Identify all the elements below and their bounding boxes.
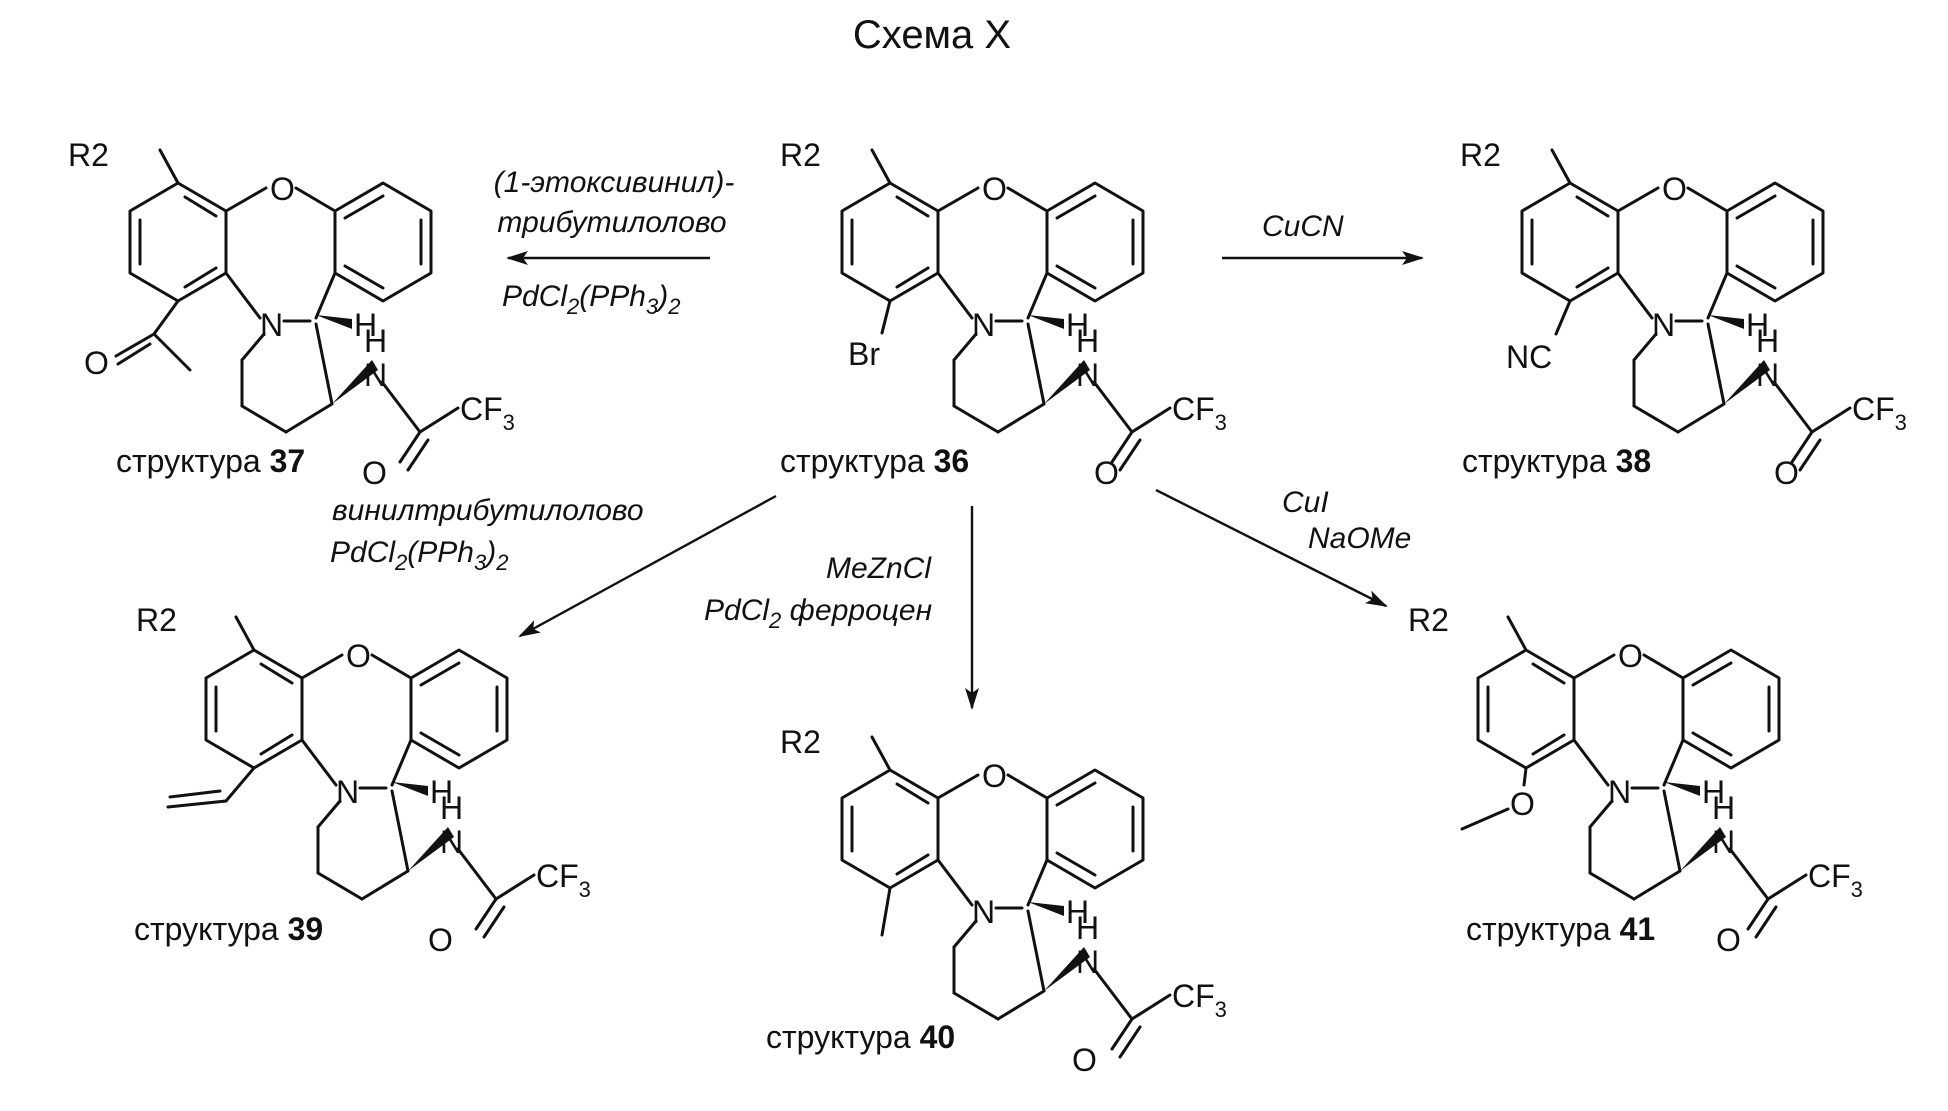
bromine-label: Br: [848, 336, 880, 372]
oxygen-label: O: [346, 638, 371, 674]
structure-36: R2 O N H H N CF3 O Br: [780, 137, 1227, 491]
oxygen-label: O: [270, 171, 295, 207]
carbonyl-o-label: O: [1072, 1042, 1097, 1078]
amide-h-label: H: [1756, 323, 1779, 359]
svg-text:трибутилолово: трибутилолово: [497, 206, 726, 239]
scheme-title: Схема X: [853, 13, 1011, 57]
oxygen-label: O: [1618, 638, 1643, 674]
r2-label: R2: [68, 137, 109, 173]
nitrogen-label: N: [972, 894, 995, 930]
amide-h-label: H: [364, 323, 387, 359]
caption-41: структура 41: [1466, 911, 1655, 947]
reagents-to-40: MeZnCl PdCl2 ферроцен: [704, 552, 932, 633]
nitrogen-label: N: [1652, 307, 1675, 343]
cf3-label: CF3: [1172, 391, 1227, 435]
r2-label: R2: [780, 137, 821, 173]
nitrogen-label: N: [1608, 774, 1631, 810]
methoxy-o-label: O: [1510, 786, 1535, 822]
carbonyl-o-label: O: [1094, 455, 1119, 491]
r2-label: R2: [136, 602, 177, 638]
reagents-to-41: CuI NaOMe: [1282, 486, 1411, 555]
reagents-to-39: винилтрибутилолово PdCl2(PPh3)2: [330, 494, 644, 575]
amide-n-label: N: [440, 824, 463, 860]
caption-39: структура 39: [134, 911, 323, 947]
structure-37: R2 O N H H N CF3 O O: [68, 137, 515, 491]
cf3-label: CF3: [460, 391, 515, 435]
nitrogen-label: N: [260, 307, 283, 343]
amide-n-label: N: [1076, 357, 1099, 393]
r2-label: R2: [780, 724, 821, 760]
reagent-to-38: CuCN: [1262, 210, 1344, 243]
amide-h-label: H: [440, 790, 463, 826]
caption-36: структура 36: [780, 443, 969, 479]
caption-38: структура 38: [1462, 443, 1651, 479]
r2-label: R2: [1460, 137, 1501, 173]
svg-text:CuI: CuI: [1282, 486, 1329, 519]
amide-n-label: N: [1712, 824, 1735, 860]
caption-37: структура 37: [116, 443, 305, 479]
oxygen-label: O: [982, 171, 1007, 207]
svg-text:винилтрибутилолово: винилтрибутилолово: [332, 494, 644, 527]
carbonyl-o-label: O: [362, 455, 387, 491]
oxygen-label: O: [982, 758, 1007, 794]
carbonyl-o-label: O: [1774, 455, 1799, 491]
svg-text:PdCl2(PPh3)2: PdCl2(PPh3)2: [502, 280, 680, 319]
nitrile-label: NC: [1506, 339, 1552, 375]
svg-text:PdCl2(PPh3)2: PdCl2(PPh3)2: [330, 536, 508, 575]
svg-text:(1-этоксивинил)-: (1-этоксивинил)-: [494, 166, 735, 199]
structure-38: R2 O N H H N CF3 O NC: [1460, 137, 1907, 491]
cf3-label: CF3: [1852, 391, 1907, 435]
amide-h-label: H: [1712, 790, 1735, 826]
carbonyl-o-label: O: [428, 922, 453, 958]
cf3-label: CF3: [1808, 858, 1863, 902]
acetyl-o-label: O: [84, 345, 109, 381]
amide-n-label: N: [1756, 357, 1779, 393]
nitrogen-label: N: [336, 774, 359, 810]
carbonyl-o-label: O: [1716, 922, 1741, 958]
oxygen-label: O: [1662, 171, 1687, 207]
cf3-label: CF3: [1172, 978, 1227, 1022]
reagents-to-37: (1-этоксивинил)- трибутилолово PdCl2(PPh…: [494, 166, 735, 319]
amide-n-label: N: [364, 357, 387, 393]
r2-label: R2: [1408, 602, 1449, 638]
structure-41: R2 O N H H N CF3 O O: [1408, 602, 1863, 958]
caption-40: структура 40: [766, 1019, 955, 1055]
cf3-label: CF3: [536, 858, 591, 902]
structure-39: R2 O N H H N CF3 O: [136, 602, 591, 958]
svg-text:NaOMe: NaOMe: [1308, 522, 1411, 555]
svg-text:MeZnCl: MeZnCl: [826, 552, 932, 585]
amide-n-label: N: [1076, 944, 1099, 980]
amide-h-label: H: [1076, 910, 1099, 946]
nitrogen-label: N: [972, 307, 995, 343]
svg-text:PdCl2 ферроцен: PdCl2 ферроцен: [704, 594, 932, 633]
amide-h-label: H: [1076, 323, 1099, 359]
